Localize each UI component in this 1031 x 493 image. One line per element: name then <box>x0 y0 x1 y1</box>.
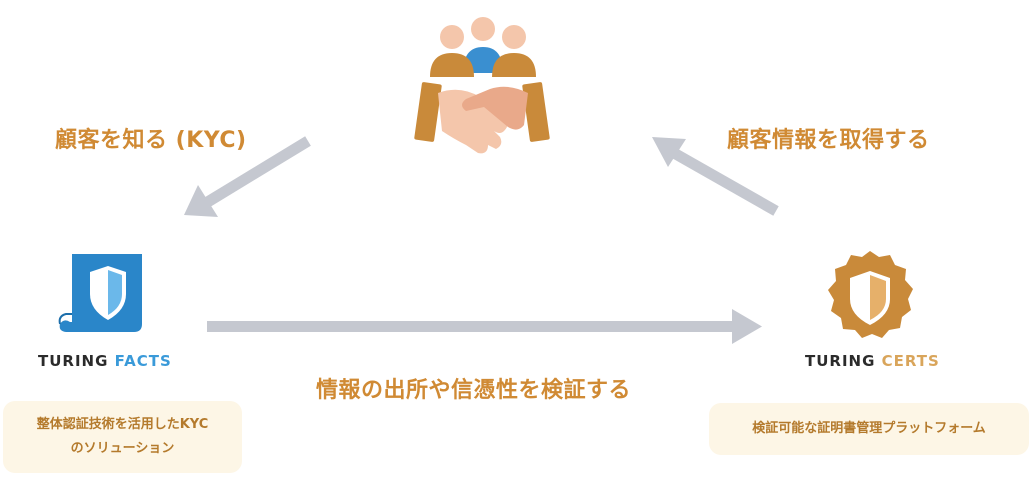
facts-brand-prefix: TURING <box>38 352 109 370</box>
turing-facts-logo-icon <box>58 254 142 332</box>
certs-description: 検証可能な証明書管理プラットフォーム <box>752 421 986 436</box>
left-arrow-label: 顧客を知る (KYC) <box>55 128 247 153</box>
arrow-to-handshake <box>652 137 779 216</box>
facts-brand-suffix: FACTS <box>114 352 172 370</box>
facts-description-box: 整体認証技術を活用したKYC のソリューション <box>3 401 242 473</box>
handshake-people-icon <box>414 17 550 154</box>
turing-certs-badge-icon <box>828 251 913 338</box>
turing-certs-brand: TURING CERTS <box>805 352 940 370</box>
arrow-facts-to-certs <box>207 309 762 344</box>
facts-description-line1: 整体認証技術を活用したKYC <box>36 417 209 432</box>
facts-description-line2: のソリューション <box>70 441 175 456</box>
certs-brand-prefix: TURING <box>805 352 876 370</box>
right-arrow-label: 顧客情報を取得する <box>727 128 930 153</box>
certs-brand-suffix: CERTS <box>881 352 940 370</box>
certs-description-box: 検証可能な証明書管理プラットフォーム <box>709 403 1029 455</box>
arrow-to-facts <box>184 136 311 217</box>
turing-facts-brand: TURING FACTS <box>38 352 172 370</box>
bottom-arrow-label: 情報の出所や信憑性を検証する <box>316 378 632 403</box>
